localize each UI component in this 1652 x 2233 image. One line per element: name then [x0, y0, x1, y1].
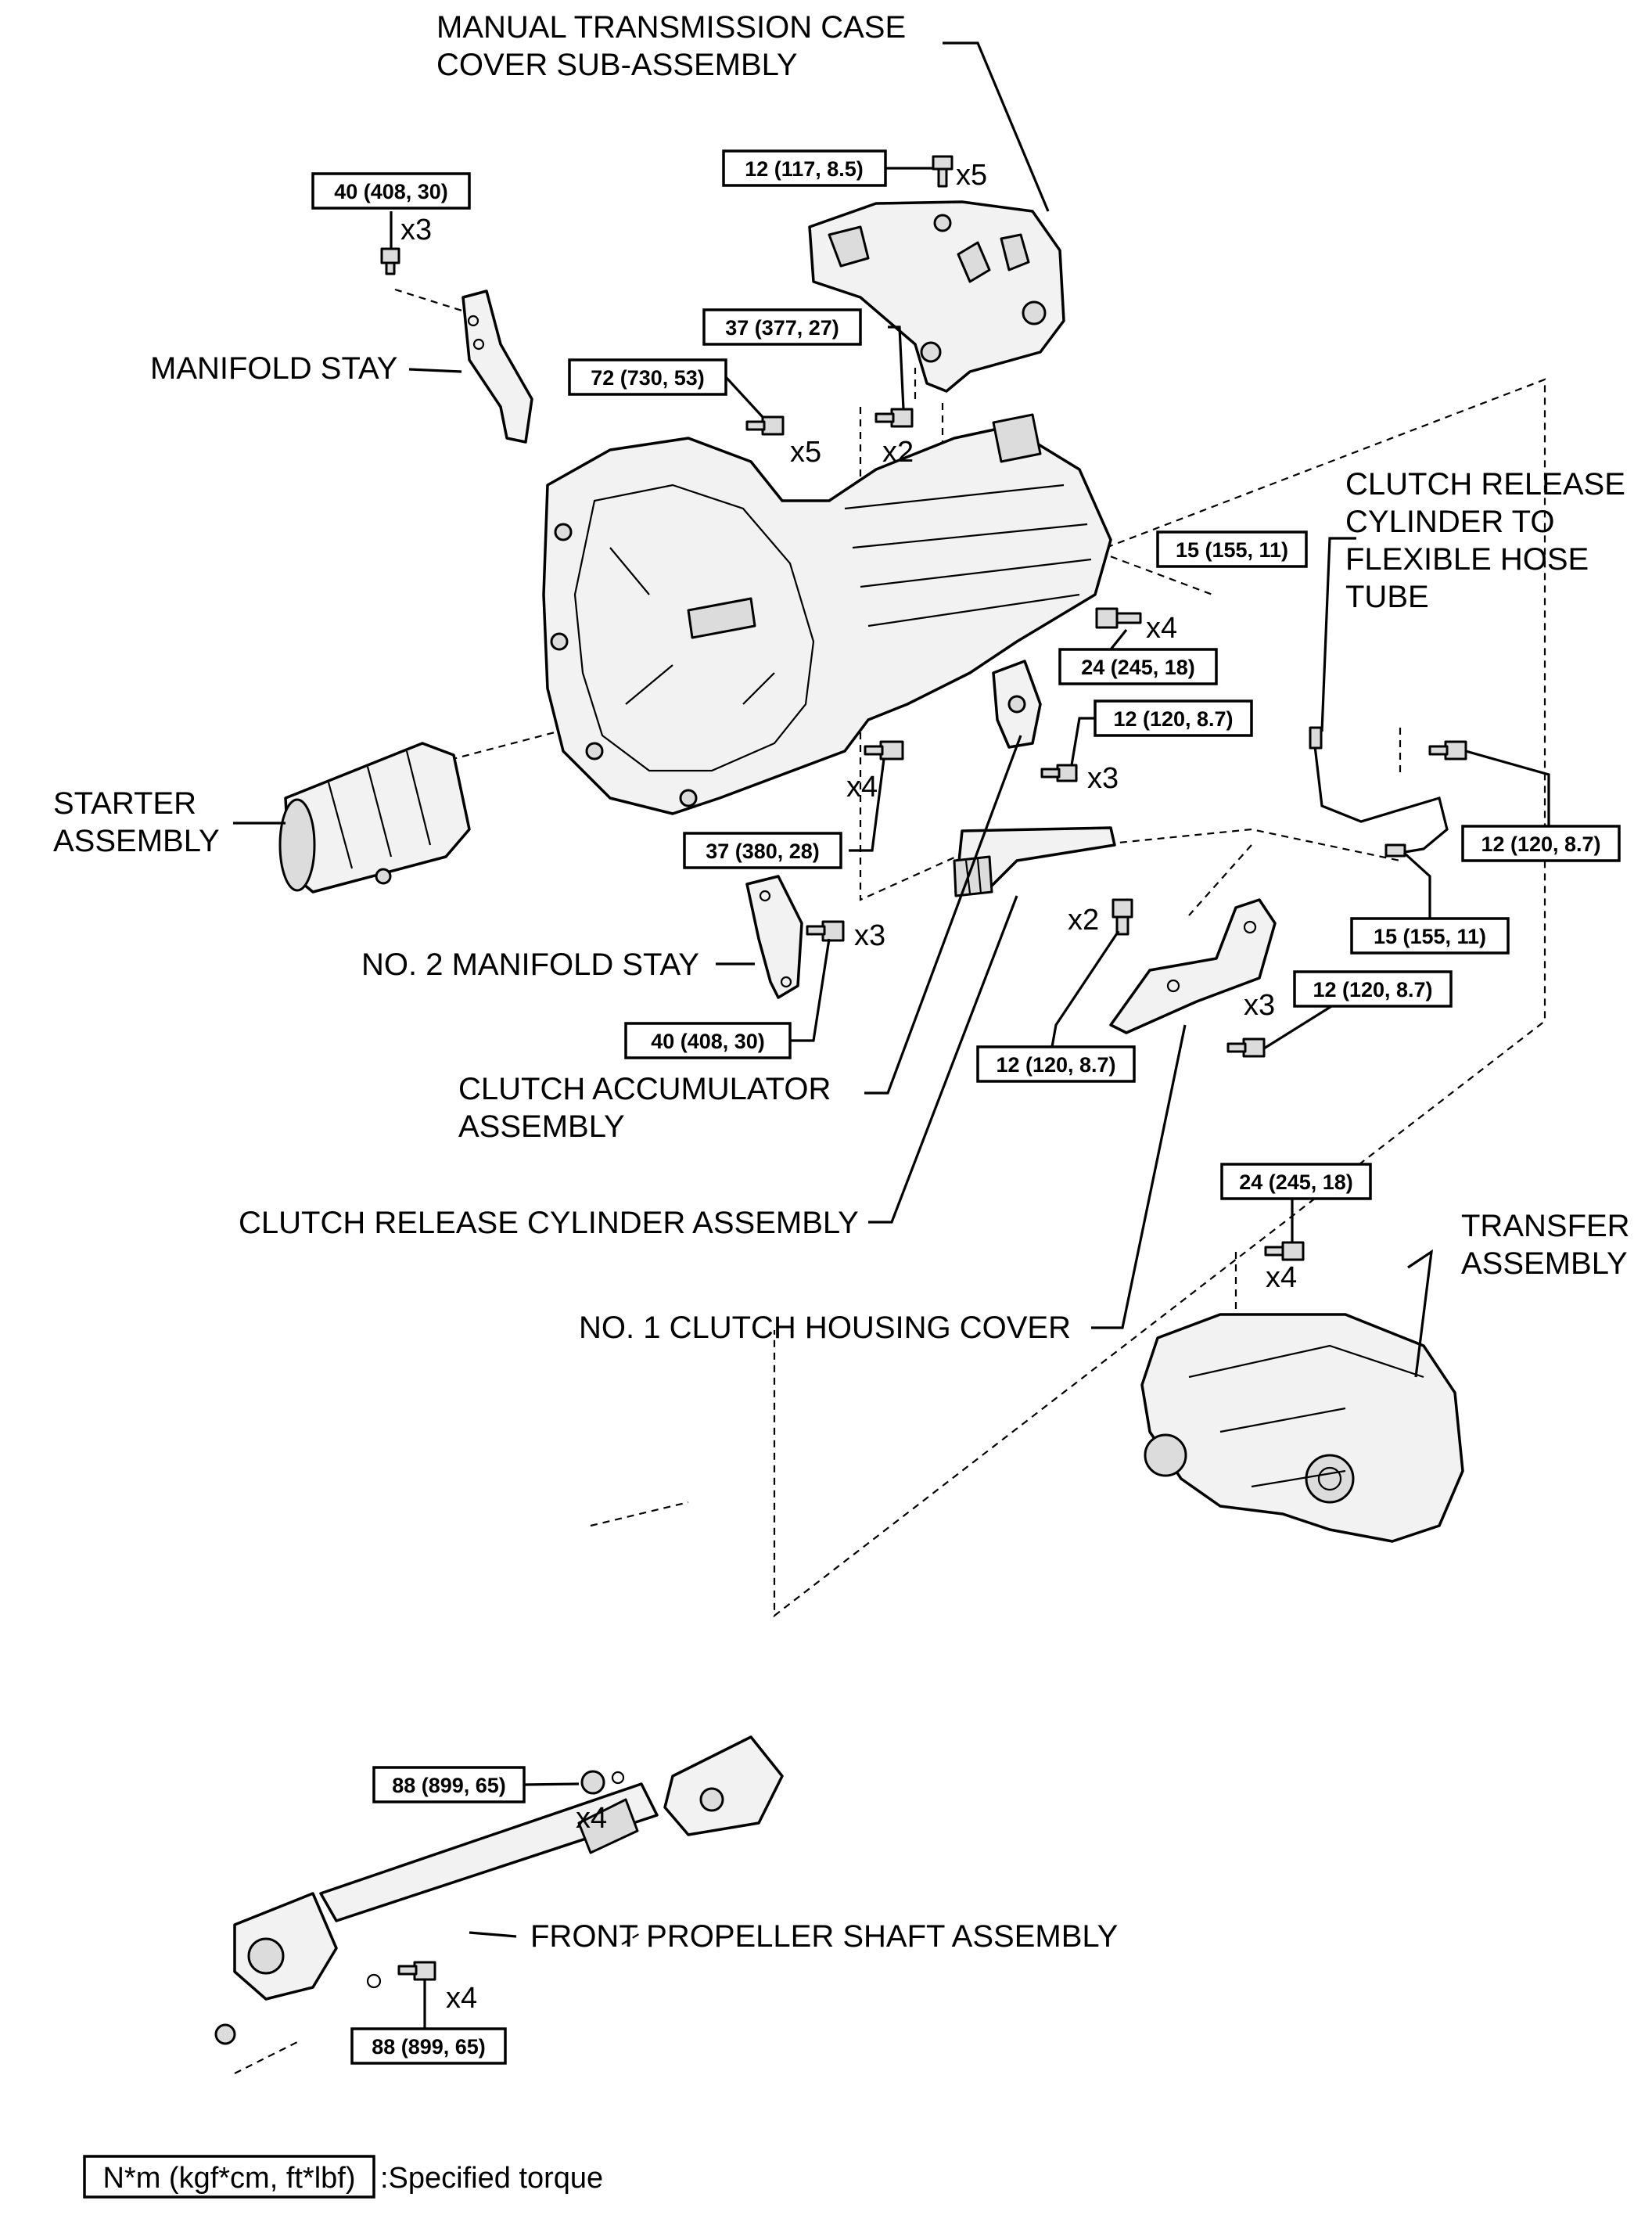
svg-text:72 (730, 53): 72 (730, 53)	[591, 366, 705, 390]
manifold-stay-bolt	[380, 247, 400, 275]
bolt-24-side	[1095, 607, 1142, 629]
svg-text:40 (408, 30): 40 (408, 30)	[651, 1030, 765, 1053]
transmission-part	[542, 413, 1112, 815]
torque-box-accumulator: 12 (120, 8.7)	[1094, 699, 1253, 737]
qty-shaft-top: x4	[576, 1802, 607, 1835]
torque-box-shaft-bottom: 88 (899, 65)	[350, 2027, 507, 2065]
tube-top-bolt	[1428, 740, 1467, 761]
label-starter-line1: STARTER	[53, 786, 196, 821]
torque-box-37-380: 37 (380, 28)	[683, 832, 842, 869]
torque-box-no2-stay: 40 (408, 30)	[624, 1022, 792, 1059]
bolt-37-380	[864, 740, 904, 761]
label-transfer-line1: TRANSFER	[1461, 1209, 1630, 1243]
qty-release-cylinder: x2	[1068, 904, 1099, 937]
torque-box-release-cylinder: 12 (120, 8.7)	[976, 1045, 1136, 1083]
qty-case-cover: x5	[956, 159, 987, 192]
svg-text:88 (899, 65): 88 (899, 65)	[372, 2035, 486, 2059]
qty-shaft-bottom: x4	[446, 1982, 477, 2015]
shaft-bottom-bolt	[214, 1961, 436, 2045]
label-front-propeller-shaft: FRONT PROPELLER SHAFT ASSEMBLY	[530, 1919, 1118, 1954]
qty-manifold-stay: x3	[400, 214, 432, 246]
bolt-37-377	[874, 408, 914, 428]
label-no2-manifold-stay: NO. 2 MANIFOLD STAY	[361, 947, 699, 982]
bolt-72	[745, 415, 785, 436]
part-labels: MANUAL TRANSMISSION CASE COVER SUB-ASSEM…	[53, 10, 1630, 1954]
label-release-tube-line3: FLEXIBLE HOSE	[1345, 542, 1589, 577]
torque-box-tube-top: 15 (155, 11)	[1156, 530, 1308, 568]
legend-unit-text: N*m (kgf*cm, ft*lbf)	[102, 2162, 355, 2195]
starter-part	[278, 742, 471, 894]
svg-text:12 (117, 8.5): 12 (117, 8.5)	[745, 157, 864, 181]
label-starter-line2: ASSEMBLY	[53, 824, 220, 858]
label-manifold-stay: MANIFOLD STAY	[150, 351, 397, 386]
no2-manifold-stay-part	[745, 875, 803, 999]
svg-text:12 (120, 8.7): 12 (120, 8.7)	[1481, 832, 1600, 856]
torque-box-cover-right: 12 (120, 8.7)	[1293, 970, 1453, 1008]
label-case-cover-line1: MANUAL TRANSMISSION CASE	[436, 10, 906, 45]
label-accumulator-line1: CLUTCH ACCUMULATOR	[458, 1072, 831, 1106]
torque-box-case-cover: 12 (117, 8.5)	[722, 149, 887, 187]
svg-text:37 (380, 28): 37 (380, 28)	[706, 840, 820, 863]
torque-box-transfer: 24 (245, 18)	[1220, 1163, 1372, 1200]
label-case-cover-line2: COVER SUB-ASSEMBLY	[436, 48, 798, 82]
transfer-bolt	[1264, 1241, 1305, 1261]
svg-text:24 (245, 18): 24 (245, 18)	[1081, 656, 1195, 679]
qty-cover-right: x3	[1244, 989, 1275, 1022]
qty-accumulator: x3	[1087, 762, 1119, 795]
qty-37-377: x2	[882, 436, 914, 469]
label-accumulator-line2: ASSEMBLY	[458, 1109, 625, 1144]
clutch-release-tube-part	[1309, 726, 1449, 858]
qty-72: x5	[790, 436, 821, 469]
torque-box-bracket-right: 12 (120, 8.7)	[1461, 825, 1621, 862]
svg-text:12 (120, 8.7): 12 (120, 8.7)	[1113, 707, 1233, 731]
case-cover-part	[808, 200, 1065, 393]
svg-text:15 (155, 11): 15 (155, 11)	[1176, 538, 1288, 562]
torque-box-tube-bottom: 15 (155, 11)	[1350, 917, 1510, 955]
svg-text:15 (155, 11): 15 (155, 11)	[1374, 925, 1486, 948]
svg-text:24 (245, 18): 24 (245, 18)	[1239, 1170, 1353, 1194]
legend-description: :Specified torque	[380, 2162, 603, 2195]
svg-text:88 (899, 65): 88 (899, 65)	[392, 1774, 506, 1797]
front-propeller-shaft-part	[233, 1735, 784, 2001]
cover-bolt	[1226, 1037, 1266, 1058]
svg-text:37 (377, 27): 37 (377, 27)	[725, 316, 839, 340]
legend: N*m (kgf*cm, ft*lbf) :Specified torque	[83, 2155, 603, 2199]
release-cylinder-bolt	[1112, 898, 1133, 936]
clutch-release-cylinder-part	[953, 826, 1116, 897]
label-release-tube-line1: CLUTCH RELEASE	[1345, 467, 1625, 502]
qty-no2-stay: x3	[854, 919, 885, 952]
transfer-part	[1140, 1313, 1464, 1543]
torque-box-72: 72 (730, 53)	[568, 358, 727, 396]
svg-text:40 (408, 30): 40 (408, 30)	[334, 180, 448, 203]
qty-transfer: x4	[1266, 1261, 1297, 1294]
no1-clutch-housing-cover-part	[1109, 898, 1277, 1034]
label-no1-clutch-housing-cover: NO. 1 CLUTCH HOUSING COVER	[579, 1311, 1071, 1345]
svg-text:12 (120, 8.7): 12 (120, 8.7)	[996, 1053, 1115, 1077]
svg-text:12 (120, 8.7): 12 (120, 8.7)	[1313, 978, 1432, 1001]
label-release-cylinder: CLUTCH RELEASE CYLINDER ASSEMBLY	[239, 1206, 859, 1240]
qty-37-380: x4	[846, 771, 878, 804]
case-cover-bolt	[932, 155, 953, 188]
torque-box-24-side: 24 (245, 18)	[1058, 648, 1218, 685]
torque-boxes: 12 (117, 8.5) 40 (408, 30) 37 (377, 27) …	[311, 149, 1621, 2065]
qty-24-side: x4	[1146, 612, 1177, 645]
shaft-top-nut	[580, 1770, 625, 1795]
quantity-markers: x5 x3 x5 x2 x4 x3 x4 x3 x2 x3 x4 x4 x4	[400, 159, 1297, 2015]
torque-box-shaft-top: 88 (899, 65)	[372, 1766, 526, 1803]
manifold-stay-part	[461, 289, 533, 444]
label-release-tube-line2: CYLINDER TO	[1345, 505, 1554, 539]
torque-box-manifold-stay: 40 (408, 30)	[311, 172, 471, 210]
clutch-accumulator-part	[992, 660, 1042, 749]
torque-box-37-377: 37 (377, 27)	[702, 308, 862, 346]
leader-lines	[233, 41, 1550, 2029]
legend-unit-box	[83, 2155, 375, 2199]
label-release-tube-line4: TUBE	[1345, 580, 1429, 614]
accumulator-bolt	[1040, 764, 1078, 782]
label-transfer-line2: ASSEMBLY	[1461, 1246, 1628, 1281]
no2-stay-bolt	[806, 920, 845, 942]
